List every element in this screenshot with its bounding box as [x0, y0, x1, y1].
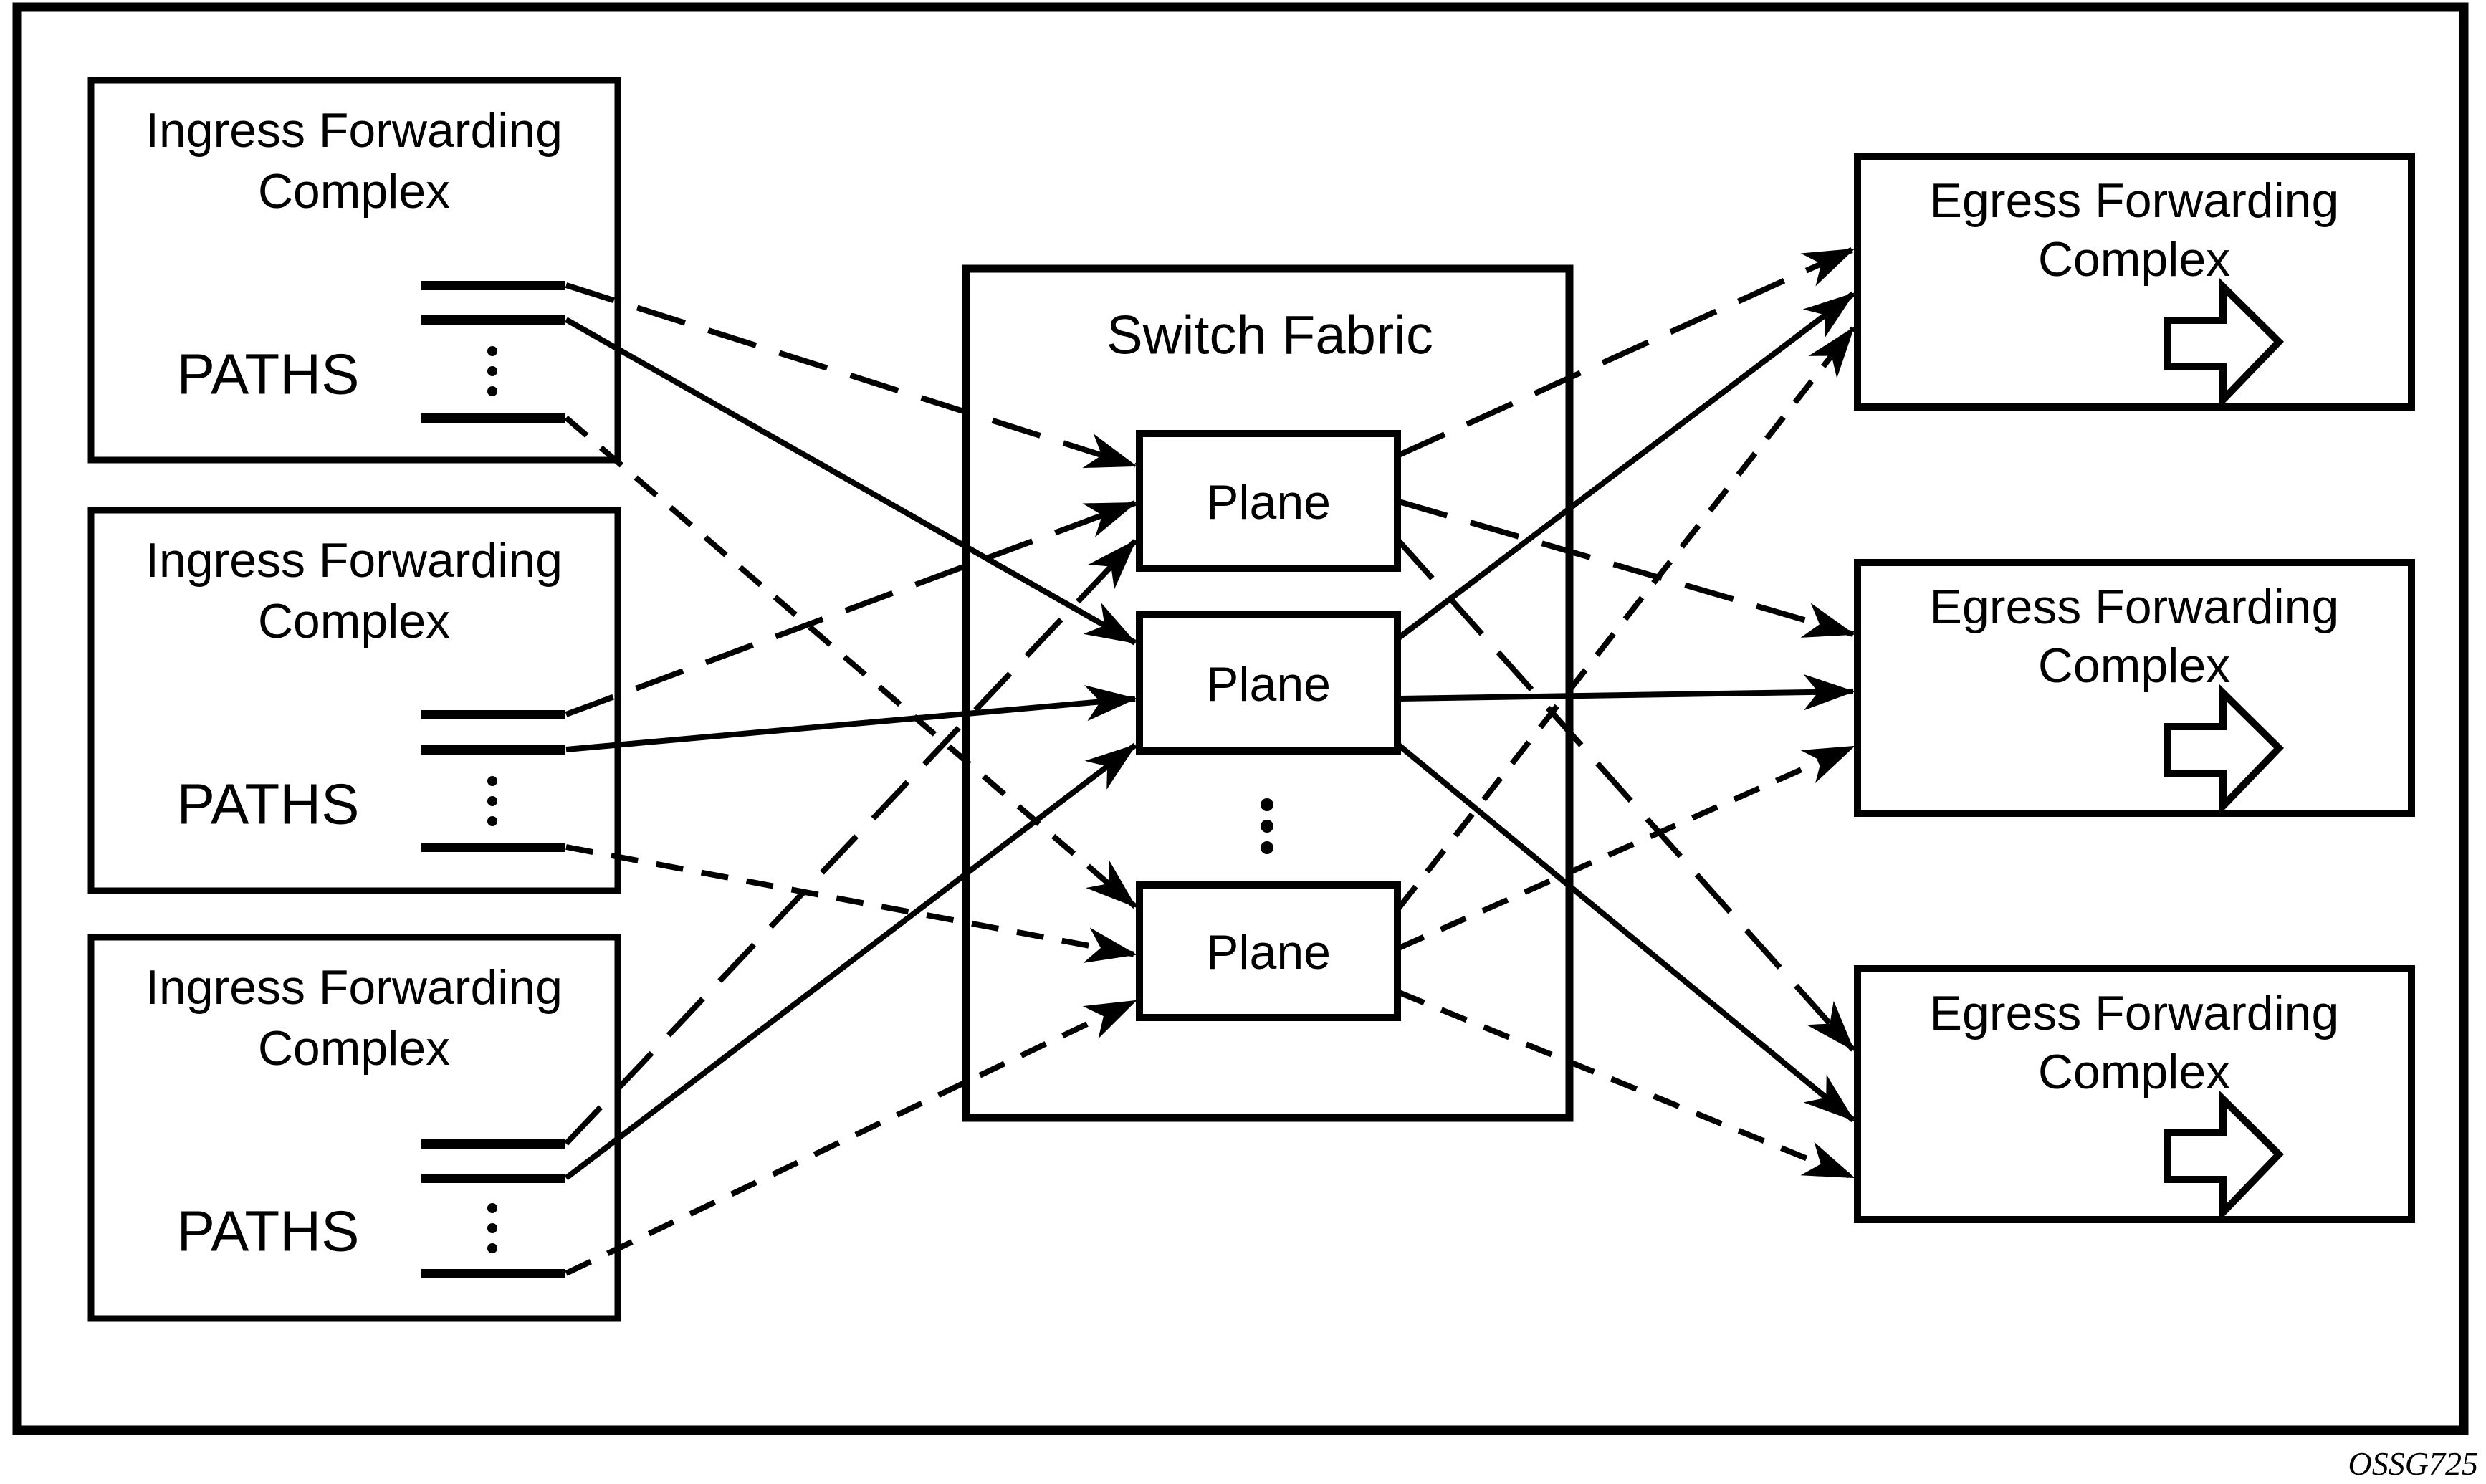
egress-box: [1854, 965, 2415, 1223]
egress-box: [1854, 559, 2415, 817]
switch-fabric-title: Switch Fabric: [1106, 305, 1433, 366]
connection-plane2-egress1: [1397, 291, 1855, 641]
plane-label: Plane: [1206, 657, 1331, 712]
ellipsis-dot: [1261, 798, 1273, 811]
path-line: [421, 1269, 565, 1278]
egress-arrow-icon: [2164, 1091, 2285, 1222]
connection-plane3-egress2: [1397, 744, 1855, 951]
connection-ingress1-plane1: [565, 282, 1137, 469]
fabric-plane-2: Plane: [1136, 611, 1401, 755]
connection-ingress1-plane2: [565, 317, 1137, 646]
egress-title-line1: Egress Forwarding: [1930, 580, 2339, 634]
egress-title-line2: Complex: [2038, 232, 2230, 287]
connections-ingress-to-planes: [564, 282, 1137, 1276]
fabric-plane-1: Plane: [1136, 430, 1401, 572]
connection-ingress3-plane1: [564, 539, 1137, 1146]
ingress-complex-1: Ingress Forwarding Complex PATHS: [87, 77, 621, 464]
egress-box: [1854, 153, 2415, 411]
ellipsis-dot: [1261, 820, 1273, 833]
ingress-title-line2: Complex: [258, 594, 450, 648]
connection-plane1-egress3: [1397, 539, 1855, 1052]
path-line: [421, 1139, 565, 1149]
paths-label: PATHS: [177, 343, 360, 406]
plane-label: Plane: [1206, 475, 1331, 530]
ingress-title-line2: Complex: [258, 1021, 450, 1076]
egress-title-line1: Egress Forwarding: [1930, 986, 2339, 1040]
connection-ingress2-plane2: [565, 685, 1137, 752]
path-line: [421, 843, 565, 852]
ingress-box: [87, 507, 621, 894]
connection-plane1-egress2: [1397, 499, 1855, 638]
path-line: [421, 315, 565, 325]
ellipsis-dot: [487, 776, 497, 786]
ellipsis-dot: [487, 386, 497, 396]
path-line: [421, 710, 565, 719]
connection-ingress2-plane1: [565, 500, 1137, 717]
egress-title-line1: Egress Forwarding: [1930, 173, 2339, 228]
ingress-complex-2: Ingress Forwarding Complex PATHS: [87, 507, 621, 894]
ellipsis-dot: [487, 796, 497, 806]
connection-plane2-egress2: [1398, 674, 1855, 711]
ellipsis-dot: [487, 1223, 497, 1233]
ingress-title-line1: Ingress Forwarding: [145, 960, 563, 1015]
ellipsis-dot: [487, 1243, 497, 1253]
ellipsis-dot: [487, 366, 497, 376]
egress-arrow-icon: [2164, 684, 2285, 815]
egress-complex-2: Egress Forwarding Complex: [1854, 559, 2415, 817]
egress-complex-1: Egress Forwarding Complex: [1854, 153, 2415, 411]
egress-complex-3: Egress Forwarding Complex: [1854, 965, 2415, 1223]
ingress-title-line1: Ingress Forwarding: [145, 103, 563, 158]
connection-ingress3-plane3: [565, 998, 1137, 1276]
ingress-complex-3: Ingress Forwarding Complex PATHS: [87, 934, 621, 1322]
ellipsis-dot: [487, 1203, 497, 1213]
ellipsis-dot: [487, 816, 497, 826]
connection-plane3-egress1: [1396, 326, 1856, 910]
plane-label: Plane: [1206, 925, 1331, 980]
figure-id: OSSG725: [2348, 1445, 2478, 1482]
egress-arrow-icon: [2164, 278, 2285, 409]
path-line: [421, 1174, 565, 1183]
ingress-title-line1: Ingress Forwarding: [145, 533, 563, 588]
plane-box: [1136, 430, 1401, 572]
ingress-box: [87, 934, 621, 1322]
connection-plane2-egress3: [1397, 742, 1855, 1123]
connection-plane1-egress1: [1397, 246, 1855, 458]
connection-ingress3-plane2: [564, 742, 1137, 1181]
plane-box: [1136, 611, 1401, 755]
switch-fabric: Switch Fabric Plane Plane Plane: [962, 264, 1574, 1122]
path-line: [421, 745, 565, 755]
path-line: [421, 413, 565, 423]
path-line: [421, 281, 565, 290]
egress-title-line2: Complex: [2038, 638, 2230, 693]
ingress-box: [87, 77, 621, 464]
connection-plane3-egress3: [1397, 990, 1855, 1180]
egress-title-line2: Complex: [2038, 1045, 2230, 1099]
connection-ingress1-plane3: [564, 415, 1137, 909]
fabric-plane-3: Plane: [1136, 881, 1401, 1021]
plane-box: [1136, 881, 1401, 1021]
connections-planes-to-egress: [1396, 246, 1856, 1180]
ellipsis-dot: [1261, 841, 1273, 854]
ingress-title-line2: Complex: [258, 164, 450, 219]
ellipsis-dot: [487, 346, 497, 356]
paths-label: PATHS: [177, 772, 360, 836]
connection-ingress2-plane3: [565, 844, 1137, 963]
paths-label: PATHS: [177, 1200, 360, 1263]
